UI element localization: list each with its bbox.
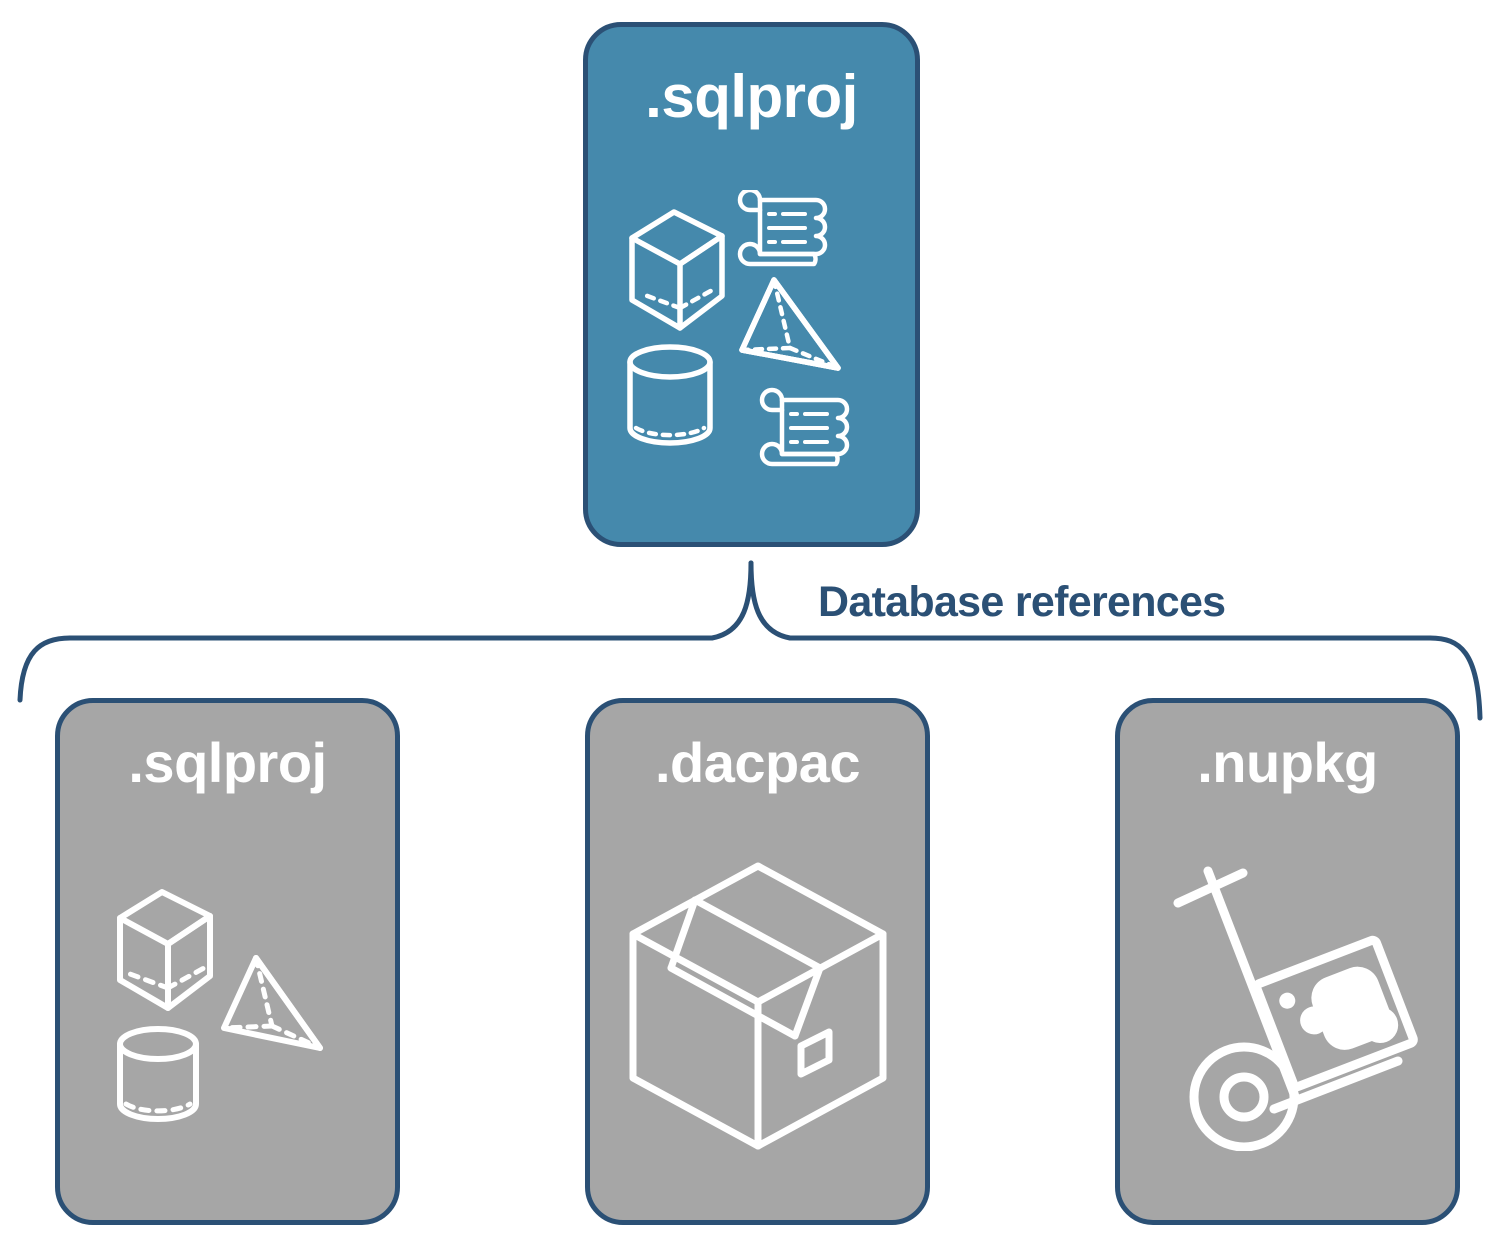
- pyramid-icon: [738, 276, 841, 371]
- scroll-icon: [759, 387, 849, 466]
- node-art-child-nupkg: [1120, 791, 1455, 1220]
- node-card-child-dacpac[interactable]: .dacpac: [585, 698, 930, 1225]
- cylinder-icon: [116, 1025, 199, 1122]
- node-card-child-sqlproj[interactable]: .sqlproj: [55, 698, 400, 1225]
- cylinder-icon: [626, 343, 713, 446]
- pyramid-icon: [220, 954, 323, 1051]
- node-title-child-sqlproj: .sqlproj: [128, 731, 327, 794]
- package-box-icon: [629, 862, 886, 1149]
- node-title-root: .sqlproj: [645, 63, 858, 130]
- scroll-icon: [737, 189, 827, 266]
- node-title-child-nupkg: .nupkg: [1197, 731, 1378, 794]
- cube-icon: [628, 208, 725, 331]
- connector-label-database-references: Database references: [818, 578, 1226, 626]
- dacpac-icon-group: [629, 862, 886, 1149]
- sqlproj-icon-group: [116, 888, 323, 1122]
- node-art-child-sqlproj: [60, 791, 395, 1220]
- cube-icon: [116, 888, 213, 1011]
- node-card-root-sqlproj[interactable]: .sqlproj: [583, 22, 920, 547]
- node-card-child-nupkg[interactable]: .nupkg: [1115, 698, 1460, 1225]
- brace-peak-left: [709, 560, 754, 641]
- nupkg-icon-group: [1173, 866, 1418, 1151]
- node-title-child-dacpac: .dacpac: [654, 731, 861, 794]
- node-art-child-dacpac: [590, 791, 925, 1220]
- node-art-root: [588, 127, 915, 542]
- brace-peak-right: [748, 560, 793, 641]
- brace-end-left: [17, 635, 73, 703]
- root-icon-group: [626, 189, 849, 466]
- hand-truck-package-icon: [1173, 866, 1418, 1151]
